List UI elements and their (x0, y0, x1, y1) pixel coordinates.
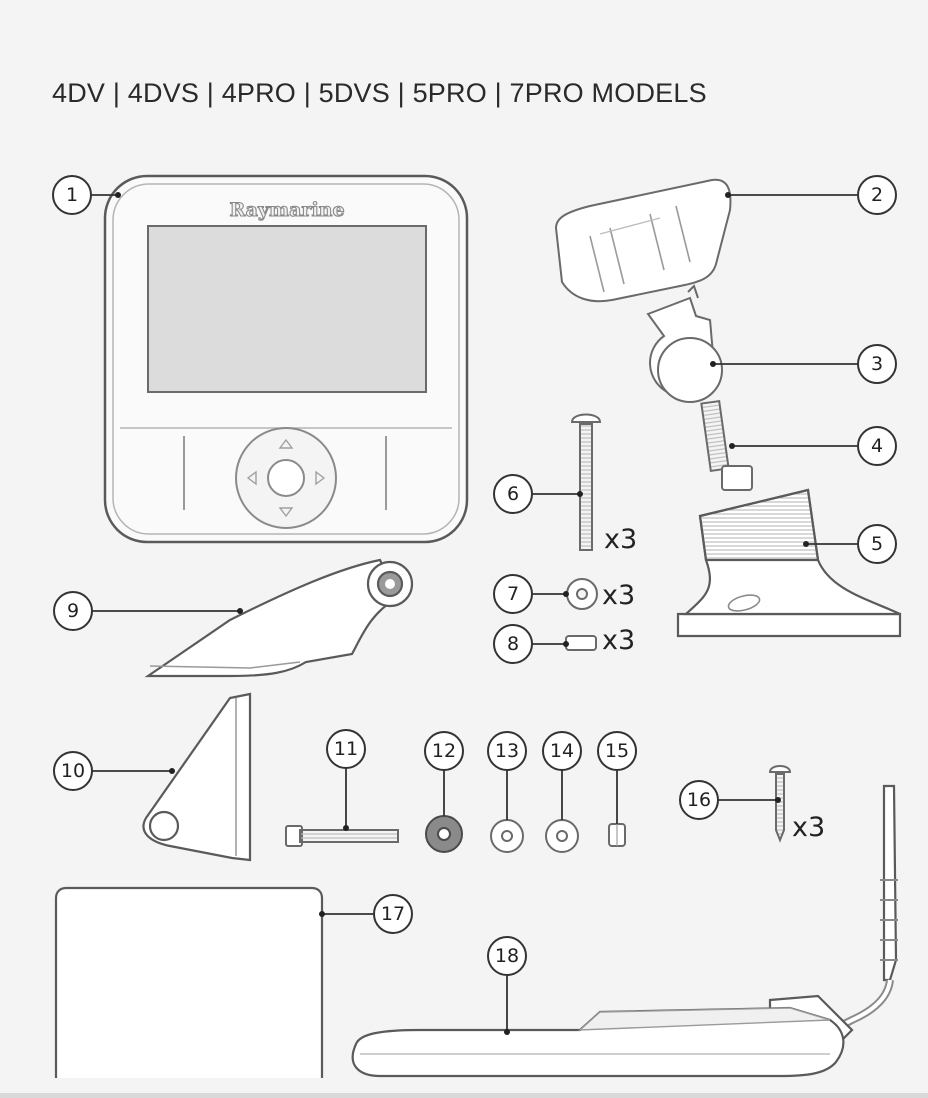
callout-14: 14 (550, 740, 574, 762)
part-mount-bracket (554, 178, 732, 303)
part-threaded-bolt (700, 399, 753, 491)
callout-labels: 1 2 3 4 5 6 7 8 9 10 11 12 13 14 15 16 1… (61, 184, 883, 967)
part-nut (565, 635, 597, 651)
callout-5: 5 (871, 533, 883, 555)
callout-2: 2 (871, 184, 883, 206)
callout-11: 11 (334, 738, 358, 760)
qty-16: x3 (792, 812, 825, 843)
part-long-bolt (285, 825, 399, 847)
part-ball-joint (646, 284, 723, 403)
page-title: 4DV | 4DVS | 4PRO | 5DVS | 5PRO | 7PRO M… (52, 78, 707, 108)
callout-15: 15 (605, 740, 629, 762)
callout-3: 3 (871, 353, 883, 375)
part-angle-bracket (142, 692, 252, 862)
callout-17: 17 (381, 903, 405, 925)
callout-1: 1 (66, 184, 78, 206)
brand-logo: Raymarine (229, 199, 344, 221)
bottom-divider (0, 1093, 928, 1098)
part-washer-13 (490, 819, 524, 853)
callout-18: 18 (495, 945, 519, 967)
part-washer (566, 578, 598, 610)
part-rubber-washer (425, 815, 463, 853)
qty-6: x3 (604, 524, 637, 555)
qty-8: x3 (602, 625, 635, 656)
part-base-mount (676, 488, 902, 638)
part-mounting-template (54, 886, 324, 1078)
callout-12: 12 (432, 740, 456, 762)
quantity-labels: x3 x3 x3 x3 (602, 524, 825, 843)
callout-13: 13 (495, 740, 519, 762)
callout-8: 8 (507, 633, 519, 655)
leader-lines (90, 194, 858, 1032)
part-display-unit (103, 174, 469, 544)
callout-6: 6 (507, 483, 519, 505)
callout-4: 4 (871, 435, 883, 457)
part-washer-14 (545, 819, 579, 853)
part-nut-15 (608, 823, 626, 847)
part-screw (768, 765, 792, 843)
part-transducer-bracket (144, 558, 414, 678)
callout-7: 7 (507, 583, 519, 605)
callout-10: 10 (61, 760, 85, 782)
callout-16: 16 (687, 789, 711, 811)
callout-9: 9 (67, 600, 79, 622)
callout-circles (52, 175, 897, 976)
part-transducer (351, 784, 898, 1078)
part-bolt (570, 413, 602, 551)
qty-7: x3 (602, 580, 635, 611)
leader-dots (115, 192, 809, 1035)
